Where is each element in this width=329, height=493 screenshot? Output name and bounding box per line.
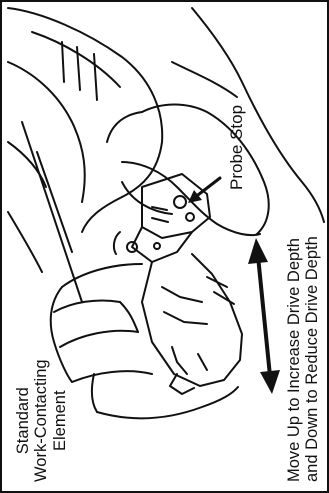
adjustment-arrow	[248, 238, 280, 394]
drive-depth-line1: Move Up to Increase Drive Depth	[285, 236, 303, 482]
probe-stop-mechanism	[114, 174, 210, 262]
drive-depth-label: Move Up to Increase Drive Depth and Down…	[285, 236, 322, 482]
standard-element-line1: Standard	[14, 359, 32, 482]
tool-body	[8, 8, 162, 302]
work-contacting-element	[142, 254, 242, 394]
standard-element-line3: Element	[51, 359, 69, 482]
upper-hand	[107, 8, 324, 235]
standard-element-line2: Work-Contacting	[32, 359, 50, 482]
lower-hand	[51, 264, 238, 418]
drive-depth-line2: and Down to Reduce Drive Depth	[303, 236, 321, 482]
probe-stop-text: Probe Stop	[227, 105, 246, 190]
standard-element-label: Standard Work-Contacting Element	[14, 359, 69, 482]
probe-stop-label: Probe Stop	[227, 105, 246, 190]
